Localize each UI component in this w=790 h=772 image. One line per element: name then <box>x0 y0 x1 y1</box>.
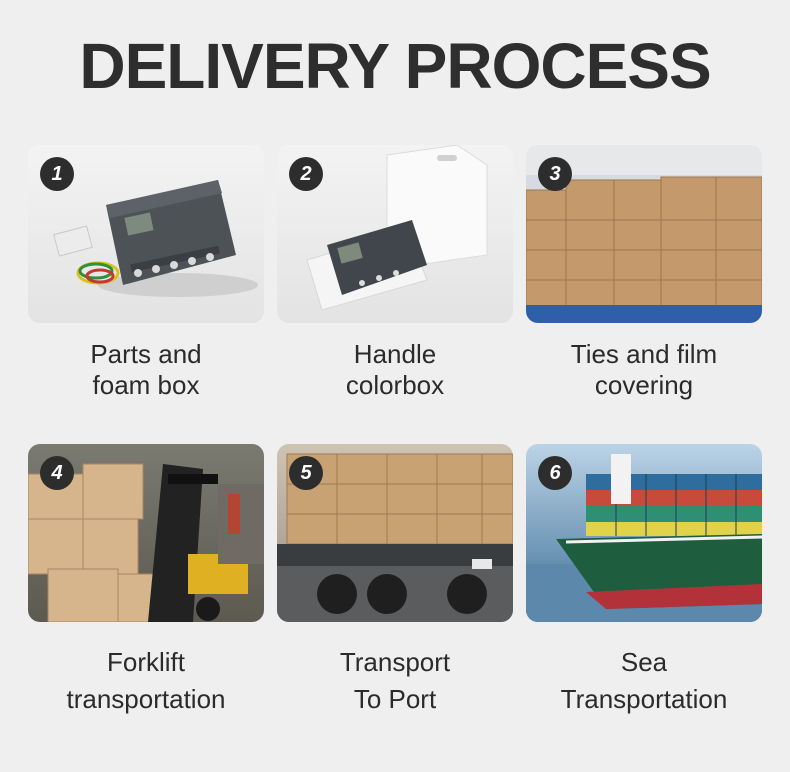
step-caption: Parts and foam box <box>90 339 202 400</box>
box-with-device-illustration <box>306 145 488 311</box>
step-card-5: 5 Transport To Port <box>277 444 513 718</box>
step-photo-sea-transportation: 6 <box>526 444 762 622</box>
step-photo-forklift: 4 <box>28 444 264 622</box>
forklift-with-boxes-illustration <box>28 463 264 622</box>
page-title: DELIVERY PROCESS <box>79 30 711 102</box>
step-caption: Sea Transportation <box>560 647 728 714</box>
step-number-badge: 3 <box>538 157 572 191</box>
step-photo-ties-film-covering: 3 <box>526 145 762 323</box>
step-number-badge: 6 <box>538 456 572 490</box>
step-caption: Forklift transportation <box>66 647 226 714</box>
step-card-4: 4 Forklift transportation <box>28 444 264 718</box>
step-caption: Ties and film covering <box>570 339 718 400</box>
step-card-2: 2 Handle colorbox <box>277 145 513 401</box>
container-ship-illustration <box>526 454 762 622</box>
device-with-cables-illustration <box>53 180 258 297</box>
step-number-badge: 5 <box>289 456 323 490</box>
stacked-cartons-illustration <box>526 145 762 323</box>
step-number-badge: 4 <box>40 456 74 490</box>
step-photo-parts-foam-box: 1 <box>28 145 264 323</box>
step-card-3: 3 Ties and film covering <box>526 145 762 401</box>
step-number-badge: 2 <box>289 157 323 191</box>
step-caption: Transport To Port <box>339 647 451 714</box>
step-caption: Handle colorbox <box>345 339 445 400</box>
step-photo-handle-colorbox: 2 <box>277 145 513 323</box>
step-photo-transport-to-port: 5 <box>277 444 513 622</box>
loaded-truck-illustration <box>277 453 513 622</box>
step-card-1: 1 Parts and foam box <box>28 145 264 401</box>
step-card-6: 6 Sea Transportation <box>526 444 762 718</box>
step-number-badge: 1 <box>40 157 74 191</box>
